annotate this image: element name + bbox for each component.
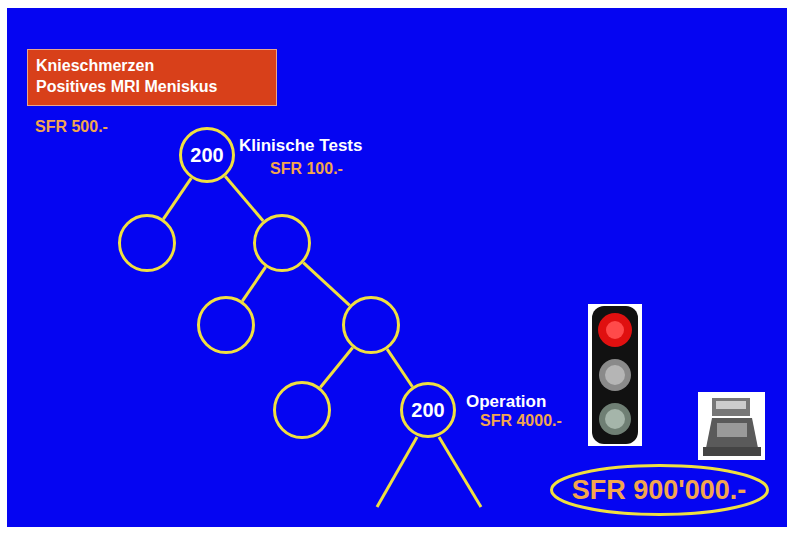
ellipse-outline [551,466,767,515]
circle-outline [255,216,310,271]
circle-outline [181,129,234,182]
tree-circle [118,214,176,272]
step-label: Operation [466,392,546,412]
circle-outline [120,216,175,271]
patient-count: 200 [190,144,223,167]
circle-outline [344,298,399,353]
circle-outline [402,384,455,437]
blue-background [7,8,787,527]
circle-outline [197,296,255,354]
total-cost-ellipse: SFR 900'000.- [550,464,769,516]
circle-outline [118,214,176,272]
tree-branch [225,176,263,221]
problem-text: Knieschmerzen [36,55,268,76]
tree-circle: 200 [400,382,456,438]
tree-circle [273,381,331,439]
problem-box: KnieschmerzenPositives MRI Meniskus [27,49,277,106]
circle-outline [275,383,330,438]
tree-branch [242,267,265,301]
cost-total: SFR 900'000.- [572,475,747,506]
branch-line [377,437,417,507]
tree-circle [342,296,400,354]
cash-register-icon [698,392,765,460]
circle-outline [273,381,331,439]
cost-label: SFR 4000.- [480,412,562,430]
circle-outline [199,298,254,353]
circle-outline [253,214,311,272]
problem-text: Positives MRI Meniskus [36,76,268,97]
circle-outline [342,296,400,354]
tree-branch [387,349,412,387]
patient-count: 200 [411,399,444,422]
tree-circle [253,214,311,272]
cost-label: SFR 500.- [35,118,108,136]
tree-branch [303,263,349,306]
cost-label: SFR 100.- [270,160,343,178]
traffic-light [588,304,642,446]
branch-line [439,437,481,507]
tree-circle: 200 [179,127,235,183]
step-label: Klinische Tests [239,136,362,156]
tree-branch [163,178,191,219]
tree-branch [320,348,352,388]
tree-circle [197,296,255,354]
